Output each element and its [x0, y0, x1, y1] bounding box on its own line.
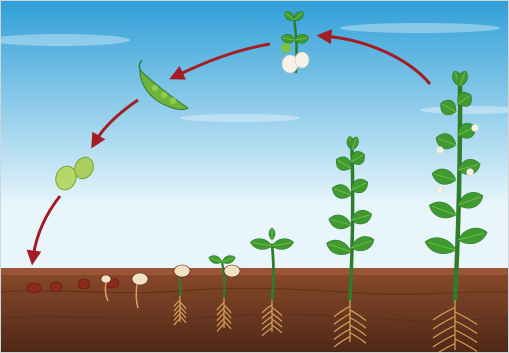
flower-icon	[295, 52, 309, 68]
flower-icon	[472, 125, 479, 132]
seed-icon	[50, 282, 62, 292]
seed-icon	[78, 279, 90, 289]
seed-icon	[224, 265, 240, 277]
flower-icon	[437, 187, 444, 194]
seed-icon	[27, 283, 41, 293]
soil-surface-line	[0, 268, 509, 275]
seed-icon	[132, 273, 148, 285]
sprout-icon	[174, 265, 190, 277]
flower-icon	[467, 169, 474, 176]
flower-bud	[281, 43, 291, 53]
soil-ground	[0, 268, 509, 353]
flower-icon	[437, 147, 444, 154]
seed-icon	[101, 275, 111, 283]
